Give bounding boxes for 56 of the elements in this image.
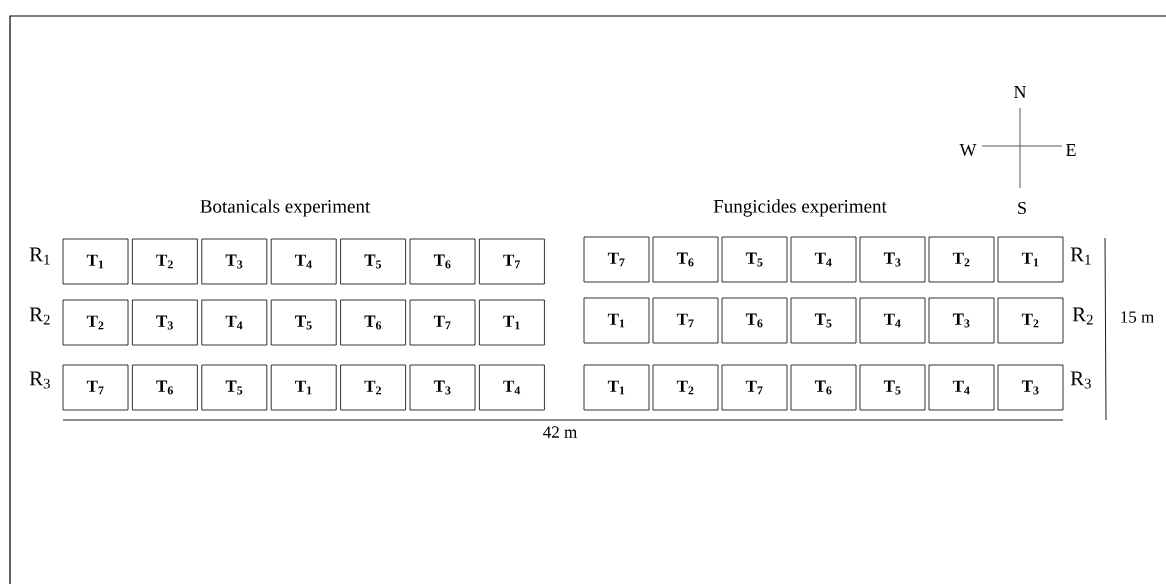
plot-box: T$_{6}$ — [409, 238, 476, 285]
plot-box: T$_{4}$ — [859, 297, 926, 344]
plot-box: T$_{1}$ — [270, 364, 337, 411]
plot-box: T$_{4}$ — [928, 364, 995, 411]
row-label: R$_{2}$ — [1072, 307, 1093, 325]
plot-box: T$_{2}$ — [928, 236, 995, 283]
plot-box: T$_{4}$ — [270, 238, 337, 285]
row-label: R$_{3}$ — [1070, 371, 1091, 389]
plot-box: T$_{3}$ — [928, 297, 995, 344]
plot-box: T$_{6}$ — [340, 299, 406, 346]
plot-box: T$_{5}$ — [340, 238, 406, 285]
plot-box: T$_{1}$ — [62, 238, 129, 285]
row-label: R$_{1}$ — [29, 247, 50, 265]
plot-box: T$_{1}$ — [583, 297, 650, 344]
plot-box: T$_{5}$ — [270, 299, 337, 346]
dimension-label: 42 m — [543, 426, 577, 438]
compass-label: E — [1066, 144, 1076, 156]
row-label: R$_{3}$ — [29, 371, 50, 389]
row-label: R$_{2}$ — [29, 307, 50, 325]
plot-box: T$_{7}$ — [479, 238, 545, 285]
compass-label: N — [1014, 86, 1027, 98]
plot-box: T$_{6}$ — [132, 364, 198, 411]
plot-box: T$_{2}$ — [340, 364, 406, 411]
plot-box: T$_{5}$ — [859, 364, 926, 411]
plot-box: T$_{6}$ — [652, 236, 719, 283]
plot-box: T$_{5}$ — [201, 364, 268, 411]
plot-box: T$_{6}$ — [790, 364, 857, 411]
plot-box: T$_{1}$ — [997, 236, 1064, 283]
plot-box: T$_{7}$ — [721, 364, 788, 411]
plot-box: T$_{4}$ — [201, 299, 268, 346]
plot-box: T$_{7}$ — [652, 297, 719, 344]
plot-box: T$_{3}$ — [859, 236, 926, 283]
compass-label: W — [959, 143, 977, 157]
plot-box: T$_{7}$ — [583, 236, 650, 283]
plot-box: T$_{3}$ — [132, 299, 198, 346]
plot-box: T$_{7}$ — [409, 299, 476, 346]
plot-box: T$_{2}$ — [62, 299, 129, 346]
plot-box: T$_{3}$ — [201, 238, 268, 285]
compass-label: S — [1018, 201, 1026, 215]
plot-box: T$_{6}$ — [721, 297, 788, 344]
plot-box: T$_{4}$ — [479, 364, 545, 411]
plot-box: T$_{2}$ — [652, 364, 719, 411]
row-label: R$_{1}$ — [1070, 247, 1091, 265]
plot-box: T$_{2}$ — [997, 297, 1064, 344]
experiment-title: Fungicides experiment — [713, 199, 887, 217]
experiment-title: Botanicals experiment — [200, 199, 371, 217]
plot-box: T$_{1}$ — [479, 299, 545, 346]
plot-box: T$_{2}$ — [132, 238, 198, 285]
plot-box: T$_{5}$ — [790, 297, 857, 344]
plot-box: T$_{5}$ — [721, 236, 788, 283]
plot-box: T$_{1}$ — [583, 364, 650, 411]
plot-box: T$_{3}$ — [409, 364, 476, 411]
plot-box: T$_{4}$ — [790, 236, 857, 283]
plot-box: T$_{3}$ — [997, 364, 1064, 411]
plot-box: T$_{7}$ — [62, 364, 129, 411]
dimension-label: 15 m — [1121, 311, 1154, 323]
